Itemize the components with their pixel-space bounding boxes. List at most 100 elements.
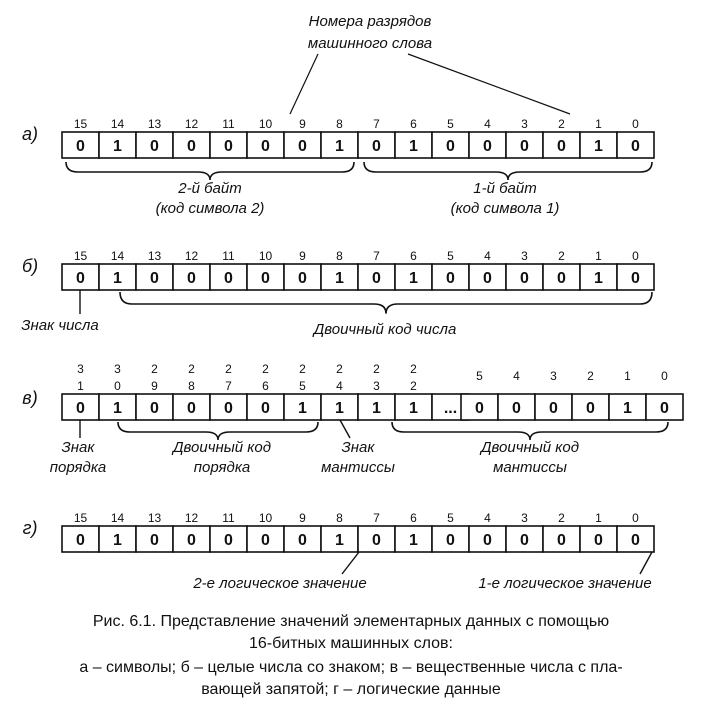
bit-number: 13	[148, 511, 162, 525]
bit-cell	[645, 393, 684, 421]
bit-number: 4	[484, 511, 491, 525]
bit-value: 0	[557, 532, 566, 549]
bit-cell	[320, 131, 359, 159]
bit-value: 0	[557, 138, 566, 155]
bit-number: 1	[595, 249, 602, 263]
panel-b-letter: б)	[22, 256, 38, 276]
bit-value: 1	[298, 400, 307, 417]
bit-value: 0	[298, 532, 307, 549]
figure-caption-line3: а – символы; б – целые числа со знаком; …	[79, 659, 623, 676]
bit-cell	[209, 525, 248, 553]
bit-cell	[571, 393, 610, 421]
bit-number: 15	[74, 511, 88, 525]
bit-number-ones: 9	[151, 379, 158, 393]
bit-value: 0	[224, 400, 233, 417]
bit-number: 3	[550, 369, 557, 383]
bit-number: 2	[558, 117, 565, 131]
bit-cell	[431, 263, 470, 291]
header-pointer-right	[407, 53, 571, 115]
bit-cell	[209, 131, 248, 159]
bit-number-tens: 3	[114, 362, 121, 376]
bit-cell	[616, 131, 655, 159]
panel-a-byte1-brace	[363, 161, 653, 181]
bit-cell	[61, 131, 100, 159]
bit-number: 14	[111, 511, 125, 525]
bit-cell	[505, 131, 544, 159]
bit-value: 0	[372, 138, 381, 155]
bit-number-tens: 3	[77, 362, 84, 376]
bit-number: 5	[447, 117, 454, 131]
bit-value: 0	[76, 400, 85, 417]
bit-value: 0	[520, 138, 529, 155]
panel-a-letter: а)	[22, 124, 38, 144]
bit-cell	[135, 131, 174, 159]
bit-cell	[468, 263, 507, 291]
bit-number: 9	[299, 511, 306, 525]
bit-cell	[246, 525, 285, 553]
bit-number-ones: 5	[299, 379, 306, 393]
bit-value: 0	[372, 270, 381, 287]
bit-cell	[172, 263, 211, 291]
bit-number-tens: 2	[410, 362, 417, 376]
bit-value: 1	[409, 138, 418, 155]
bit-value: 0	[298, 138, 307, 155]
bit-cell	[98, 393, 137, 421]
bit-value: 1	[335, 138, 344, 155]
bit-value: 0	[557, 270, 566, 287]
bit-number: 9	[299, 117, 306, 131]
bit-number: 11	[222, 249, 235, 263]
bit-value: 1	[623, 400, 632, 417]
bit-number-ones: 3	[373, 379, 380, 393]
bit-number-tens: 2	[336, 362, 343, 376]
panel-d-letter: г)	[23, 518, 38, 538]
bit-cell	[320, 525, 359, 553]
bit-number: 0	[632, 249, 639, 263]
bit-cell	[608, 393, 647, 421]
bit-number: 11	[222, 511, 235, 525]
bit-value: 0	[76, 532, 85, 549]
bit-number: 8	[336, 511, 343, 525]
figure-caption-line2: 16-битных машинных слов:	[249, 635, 453, 652]
bit-number: 4	[513, 369, 520, 383]
bit-value: 0	[187, 532, 196, 549]
bit-number-ones: 6	[262, 379, 269, 393]
bit-value: 1	[409, 400, 418, 417]
bit-value: 1	[335, 400, 344, 417]
bit-value: 0	[187, 400, 196, 417]
bit-value: 1	[335, 532, 344, 549]
bit-value: 0	[520, 532, 529, 549]
bit-value: 0	[549, 400, 558, 417]
figure-caption-line4: вающей запятой; г – логические данные	[201, 681, 501, 698]
bit-number: 1	[595, 117, 602, 131]
bit-number: 3	[521, 511, 528, 525]
bit-number: 7	[373, 249, 380, 263]
bit-cell	[579, 263, 618, 291]
bit-cell	[357, 131, 396, 159]
bit-cell	[468, 131, 507, 159]
bit-value: 0	[446, 270, 455, 287]
bit-value: 1	[113, 532, 122, 549]
bit-number: 14	[111, 249, 125, 263]
panel-b-code-brace	[119, 291, 653, 314]
bit-cell	[394, 131, 433, 159]
bit-number-tens: 2	[151, 362, 158, 376]
bit-number: 6	[410, 511, 417, 525]
bit-value: 0	[150, 270, 159, 287]
bit-value: 0	[261, 138, 270, 155]
bit-number: 3	[521, 249, 528, 263]
bit-value: 0	[224, 270, 233, 287]
bit-number: 0	[632, 511, 639, 525]
bit-number: 7	[373, 511, 380, 525]
bit-value: 0	[261, 532, 270, 549]
bit-value: 0	[150, 532, 159, 549]
bit-number-ones: 7	[225, 379, 232, 393]
bit-value: 0	[631, 532, 640, 549]
panel-c-order-code-label: Двоичный код	[171, 439, 271, 456]
bit-number-ones: 1	[77, 379, 84, 393]
bit-value: 0	[446, 532, 455, 549]
bit-value: 0	[483, 138, 492, 155]
panel-d-right-label: 1-е логическое значение	[478, 575, 651, 592]
bit-number: 0	[661, 369, 668, 383]
bit-number-tens: 2	[188, 362, 195, 376]
bit-value: 0	[372, 532, 381, 549]
